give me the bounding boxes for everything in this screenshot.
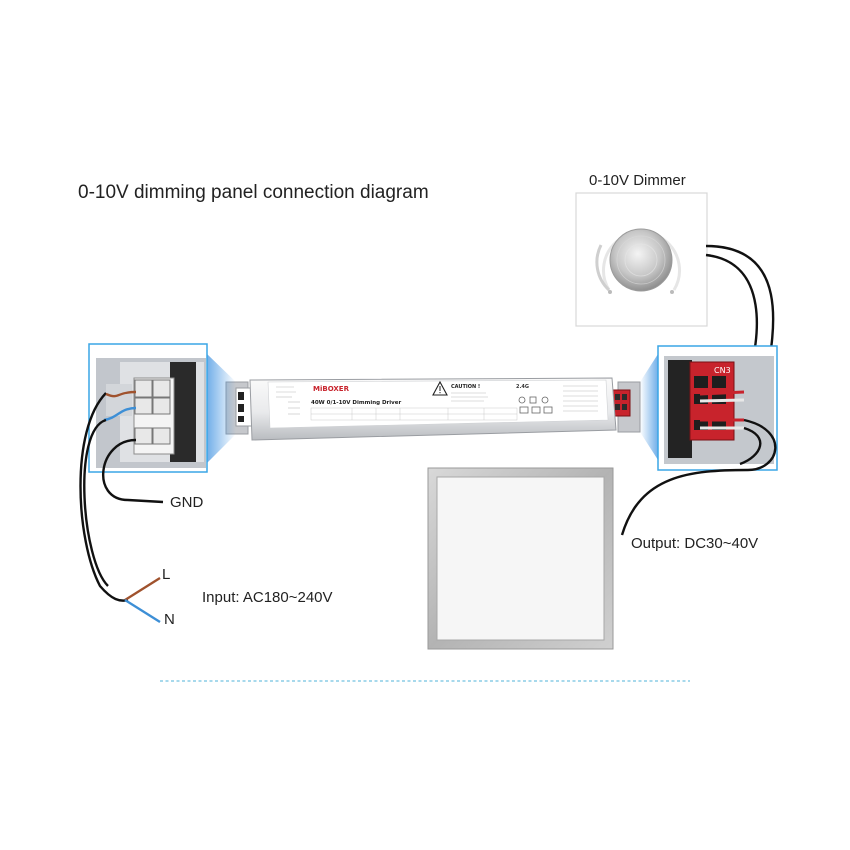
terminal-cn3-label: CN3 (714, 366, 731, 375)
output-voltage-label: Output: DC30~40V (631, 535, 759, 552)
diagram-title: 0-10V dimming panel connection diagram (78, 182, 429, 203)
caution-triangle-icon (432, 380, 448, 396)
driver-cert-icons (518, 396, 553, 414)
terminal-block-icon (133, 377, 175, 455)
driver-caution: CAUTION ! (451, 384, 480, 390)
driver-model: 40W 0/1-10V Dimming Driver (311, 400, 401, 406)
live-label: L (162, 566, 171, 583)
dimmer-knob-icon (595, 228, 681, 294)
dimmer-label: 0-10V Dimmer (589, 172, 686, 189)
driver-radio-band: 2.4G (516, 384, 529, 390)
input-voltage-label: Input: AC180~240V (202, 589, 333, 606)
gnd-label: GND (170, 494, 204, 511)
output-terminal-zoom: CN3 (640, 345, 778, 471)
dimmer-switch (575, 192, 708, 327)
input-wires (79, 390, 164, 624)
driver-spec-table (310, 407, 518, 421)
input-terminal-zoom (88, 343, 236, 473)
led-panel-icon (427, 467, 614, 650)
driver-brand: MiBOXER (313, 385, 350, 393)
neutral-label: N (164, 611, 175, 628)
output-wires (620, 418, 777, 536)
driver-text-lines (276, 385, 598, 415)
led-driver: MiBOXER 40W 0/1-10V Dimming Driver CAUTI… (225, 377, 641, 441)
